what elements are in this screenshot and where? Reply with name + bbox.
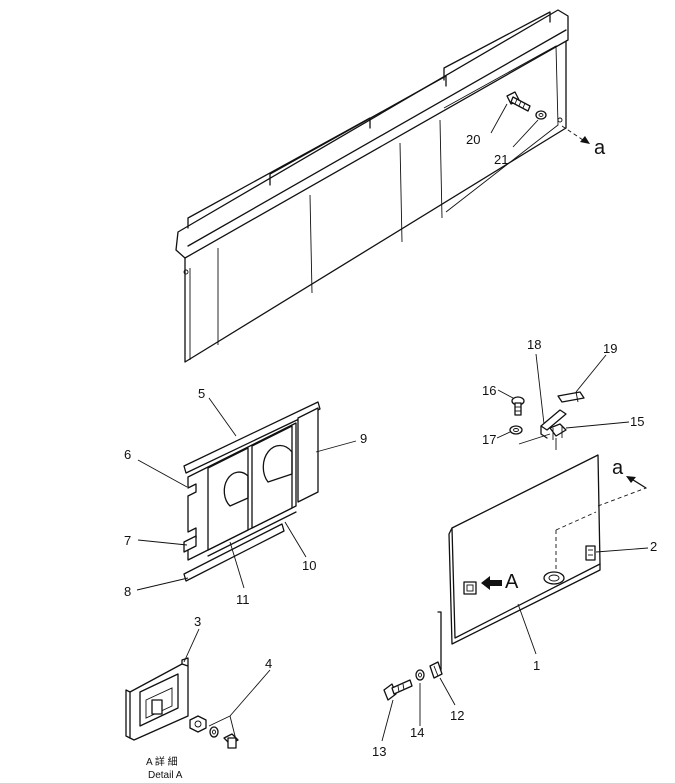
part-15 xyxy=(549,423,567,440)
label-8: 8 xyxy=(124,584,131,599)
label-21: 21 xyxy=(494,152,508,167)
washer-21 xyxy=(535,110,547,120)
top-long-panel xyxy=(175,9,569,363)
label-3: 3 xyxy=(194,614,201,629)
bolt-13 xyxy=(383,679,413,701)
detail-a-latch xyxy=(125,657,189,741)
label-20: 20 xyxy=(466,132,480,147)
view-a-arrow xyxy=(481,576,502,590)
arrow-a-upper-label: a xyxy=(594,137,606,159)
label-19: 19 xyxy=(603,341,617,356)
label-14: 14 xyxy=(410,725,424,740)
arrow-a-lower-label: a xyxy=(612,457,624,479)
label-15: 15 xyxy=(630,414,644,429)
label-10: 10 xyxy=(302,558,316,573)
leader-lines xyxy=(136,353,649,742)
label-16: 16 xyxy=(482,383,496,398)
detail-caption-en: Detail A xyxy=(148,770,183,781)
label-2: 2 xyxy=(650,539,657,554)
label-11: 11 xyxy=(236,592,250,607)
hook-18 xyxy=(540,409,567,439)
washer-17 xyxy=(509,425,523,435)
seal-gaskets xyxy=(183,401,321,582)
detail-a-fasteners xyxy=(189,715,239,749)
arrow-a-lower xyxy=(597,476,647,507)
nut-12 xyxy=(429,661,443,679)
label-13: 13 xyxy=(372,744,386,759)
label-6: 6 xyxy=(124,447,131,462)
label-5: 5 xyxy=(198,386,205,401)
label-1: 1 xyxy=(533,658,540,673)
access-door xyxy=(436,454,601,671)
washer-14 xyxy=(415,669,425,681)
clip-19 xyxy=(557,391,585,403)
label-7: 7 xyxy=(124,533,131,548)
screw-16 xyxy=(511,396,525,416)
label-12: 12 xyxy=(450,708,464,723)
bolt-20 xyxy=(506,91,531,112)
label-4: 4 xyxy=(265,656,272,671)
view-a-label: A xyxy=(505,571,519,593)
arrow-a-upper xyxy=(561,125,590,144)
label-17: 17 xyxy=(482,432,496,447)
label-9: 9 xyxy=(360,431,367,446)
detail-caption-jp: A 詳 細 xyxy=(146,755,178,768)
part-labels: 20 21 5 6 9 7 10 8 11 3 4 18 19 16 17 15… xyxy=(124,132,657,759)
label-18: 18 xyxy=(527,337,541,352)
